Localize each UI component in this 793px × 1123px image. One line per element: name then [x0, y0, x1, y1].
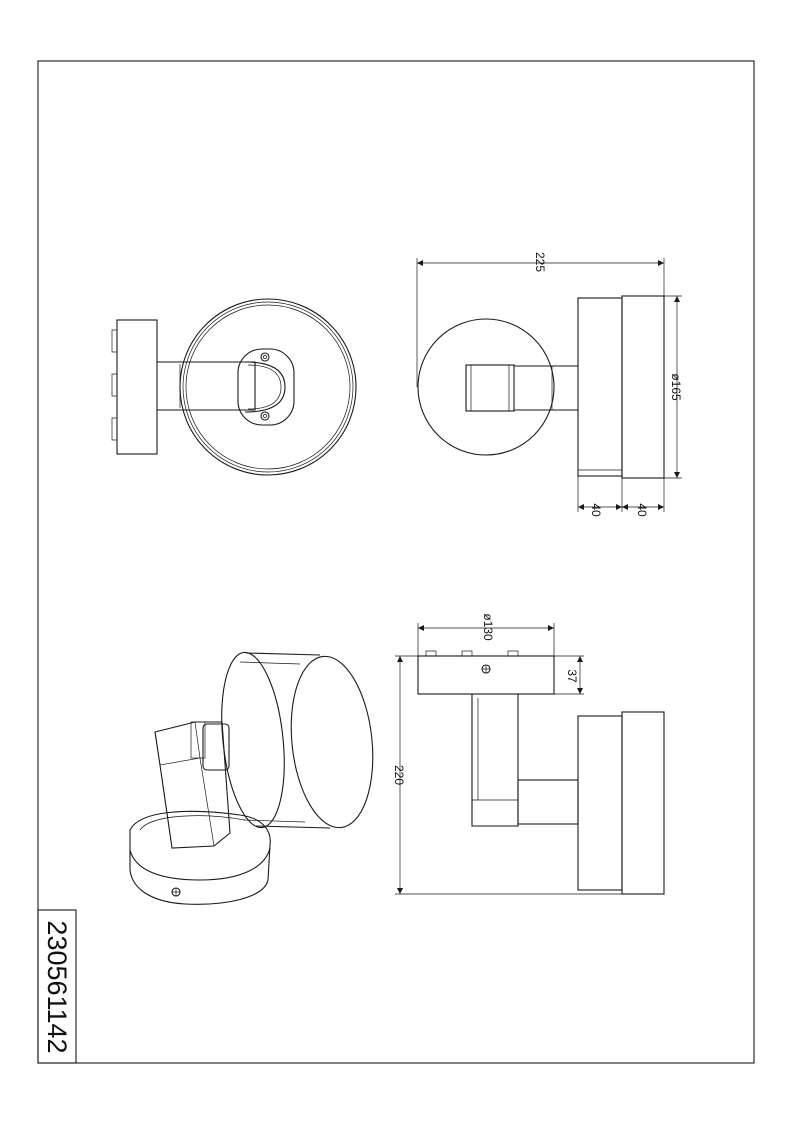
dim-total-length: 220	[392, 765, 406, 785]
sheet-border	[37, 60, 755, 1064]
view-perspective	[129, 651, 374, 905]
view-back	[111, 298, 357, 476]
view-side: 225 ø165 40 40	[416, 252, 683, 517]
screw-icon	[260, 352, 270, 362]
screw-icon	[260, 411, 270, 421]
dim-base-thickness: 37	[565, 669, 579, 683]
dim-head-depth-front: 40	[589, 503, 603, 517]
view-front: ø130 37 220	[392, 613, 665, 895]
product-code-box: 230561142	[37, 909, 77, 1064]
dim-head-diameter: ø165	[669, 373, 683, 401]
dim-base-diameter: ø130	[481, 613, 495, 641]
dim-head-depth-back: 40	[635, 503, 649, 517]
product-code: 230561142	[42, 920, 72, 1053]
dim-top-width: 225	[533, 252, 547, 272]
